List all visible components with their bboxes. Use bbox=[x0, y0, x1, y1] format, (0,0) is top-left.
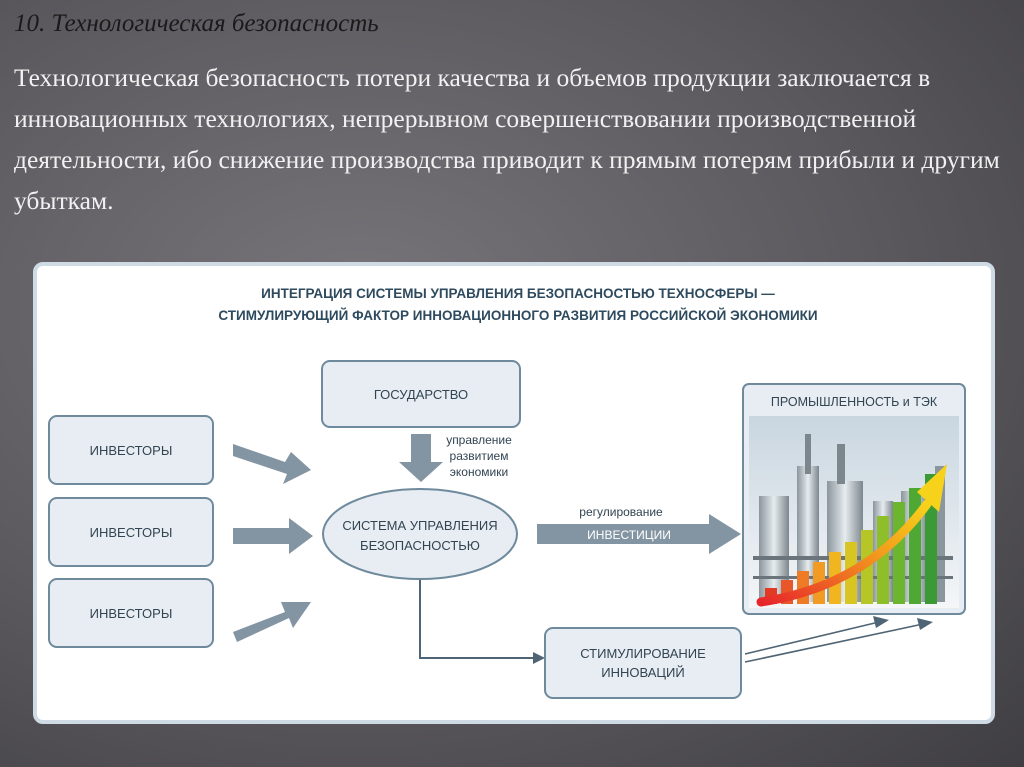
system-label-2: БЕЗОПАСНОСТЬЮ bbox=[360, 538, 480, 553]
safety-system-ellipse: СИСТЕМА УПРАВЛЕНИЯ БЕЗОПАСНОСТЬЮ bbox=[323, 489, 517, 579]
arrow-investor-1 bbox=[233, 444, 311, 484]
industry-box: ПРОМЫШЛЕННОСТЬ и ТЭК bbox=[743, 384, 965, 614]
arrow-investor-2 bbox=[233, 518, 313, 554]
state-label: ГОСУДАРСТВО bbox=[374, 387, 468, 402]
investor-label-1: ИНВЕСТОРЫ bbox=[90, 443, 173, 458]
diagram-svg: ИНТЕГРАЦИЯ СИСТЕМЫ УПРАВЛЕНИЯ БЕЗОПАСНОС… bbox=[37, 266, 999, 728]
stimulation-label-1: СТИМУЛИРОВАНИЕ bbox=[580, 646, 706, 661]
stimulation-arrowhead-1 bbox=[873, 616, 889, 628]
investments-label: ИНВЕСТИЦИИ bbox=[587, 528, 671, 542]
arrow-state-down bbox=[399, 434, 443, 482]
connector-arrowhead bbox=[533, 652, 545, 664]
industry-image bbox=[749, 416, 959, 608]
investor-box-2: ИНВЕСТОРЫ bbox=[49, 498, 213, 566]
investor-label-2: ИНВЕСТОРЫ bbox=[90, 525, 173, 540]
stimulation-arrows bbox=[745, 622, 923, 662]
connector-system-stimulation bbox=[420, 580, 533, 658]
diagram-panel: ИНТЕГРАЦИЯ СИСТЕМЫ УПРАВЛЕНИЯ БЕЗОПАСНОС… bbox=[33, 262, 995, 724]
slide-body-text: Технологическая безопасность потери каче… bbox=[14, 57, 1014, 221]
regulation-label: регулирование bbox=[579, 505, 663, 519]
investor-label-3: ИНВЕСТОРЫ bbox=[90, 606, 173, 621]
diagram-header-line2: СТИМУЛИРУЮЩИЙ ФАКТОР ИННОВАЦИОННОГО РАЗВ… bbox=[218, 308, 817, 323]
industry-label: ПРОМЫШЛЕННОСТЬ и ТЭК bbox=[771, 395, 938, 409]
mgmt-label-1: управление bbox=[446, 433, 512, 447]
diagram-header-line1: ИНТЕГРАЦИЯ СИСТЕМЫ УПРАВЛЕНИЯ БЕЗОПАСНОС… bbox=[261, 286, 775, 301]
mgmt-label-3: экономики bbox=[450, 465, 508, 479]
slide-title: 10. Технологическая безопасность bbox=[14, 10, 379, 38]
stimulation-label-2: ИННОВАЦИЙ bbox=[601, 665, 684, 680]
investor-box-3: ИНВЕСТОРЫ bbox=[49, 579, 213, 647]
arrow-investor-3 bbox=[233, 602, 311, 642]
stimulation-box: СТИМУЛИРОВАНИЕ ИННОВАЦИЙ bbox=[545, 628, 741, 698]
stimulation-arrowhead-2 bbox=[917, 618, 933, 630]
mgmt-label-2: развитием bbox=[450, 449, 509, 463]
system-label-1: СИСТЕМА УПРАВЛЕНИЯ bbox=[342, 518, 497, 533]
state-box: ГОСУДАРСТВО bbox=[322, 361, 520, 427]
investor-box-1: ИНВЕСТОРЫ bbox=[49, 416, 213, 484]
